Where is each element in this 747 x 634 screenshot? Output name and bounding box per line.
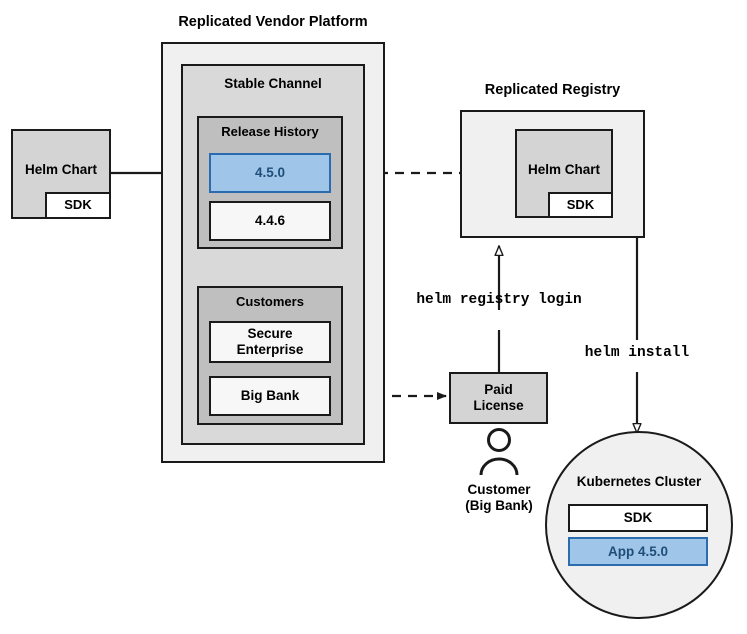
release-version-previous-label: 4.4.6: [254, 213, 286, 229]
cluster-app-label: App 4.5.0: [607, 543, 669, 559]
source-helm-chart-label: Helm Chart: [24, 162, 97, 177]
cluster-app-box[interactable]: App 4.5.0: [568, 537, 708, 566]
cluster-sdk-label: SDK: [623, 510, 653, 526]
customer-person-icon: [479, 428, 519, 476]
vendor-platform-title: Replicated Vendor Platform: [178, 14, 368, 30]
stable-channel-label: Stable Channel: [224, 76, 322, 91]
release-version-current-label: 4.5.0: [254, 165, 286, 181]
customer-secure-enterprise-label: Secure Enterprise: [236, 326, 304, 357]
customer-person-label: Customer (Big Bank): [465, 482, 533, 513]
cluster-sdk-box[interactable]: SDK: [568, 504, 708, 532]
customer-big-bank-label: Big Bank: [240, 388, 300, 404]
paid-license-box[interactable]: Paid License: [449, 372, 548, 424]
cmd-helm-install-label: helm install: [584, 345, 690, 361]
registry-title: Replicated Registry: [484, 82, 621, 98]
source-sdk[interactable]: SDK: [45, 192, 111, 219]
registry-helm-chart-label: Helm Chart: [527, 162, 600, 177]
registry-sdk-label: SDK: [566, 196, 595, 212]
customers-label: Customers: [236, 294, 304, 309]
source-sdk-label: SDK: [64, 197, 92, 213]
customer-big-bank[interactable]: Big Bank: [209, 376, 331, 416]
cmd-helm-registry-login-label: helm registry login: [416, 292, 582, 308]
release-version-previous[interactable]: 4.4.6: [209, 201, 331, 241]
registry-sdk[interactable]: SDK: [548, 192, 613, 218]
kubernetes-cluster-label: Kubernetes Cluster: [576, 474, 702, 489]
release-version-current[interactable]: 4.5.0: [209, 153, 331, 193]
customer-secure-enterprise[interactable]: Secure Enterprise: [209, 321, 331, 363]
paid-license-label: Paid License: [473, 382, 524, 413]
release-history-label: Release History: [221, 124, 319, 139]
